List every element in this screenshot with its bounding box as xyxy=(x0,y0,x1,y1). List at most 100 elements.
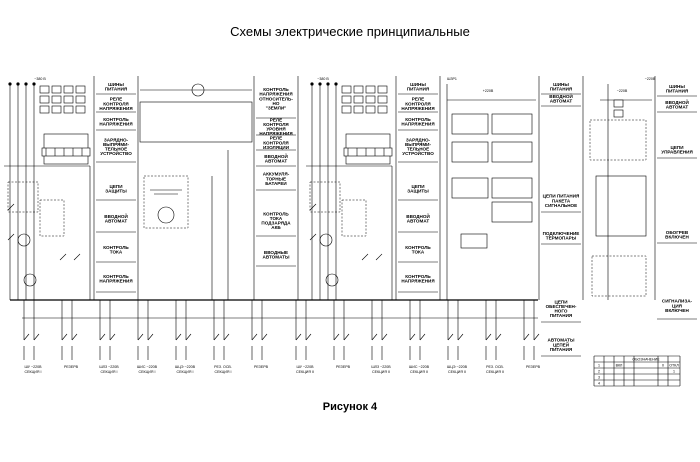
relay-box xyxy=(75,85,86,94)
breaker-contact xyxy=(381,333,388,341)
table-cell: 4 xyxy=(598,382,600,386)
switch-contact xyxy=(309,203,317,211)
block-text: ЦЕПИ xyxy=(554,299,567,304)
breaker-contact xyxy=(447,333,454,341)
terminal-box xyxy=(491,177,533,199)
breaker-contact xyxy=(99,333,106,341)
feeder-section: СЕКЦИЯ I xyxy=(25,370,42,374)
feeder-right-5: РЕЗ. ОСВ.СЕКЦИЯ II xyxy=(485,300,504,374)
block-text: СИГНАЛЬНОЕ xyxy=(545,203,577,208)
breaker-contact xyxy=(223,333,230,341)
block-text: НАПРЯЖЕНИЯ xyxy=(401,279,434,284)
relay-box xyxy=(63,95,74,104)
breaker-zone xyxy=(341,199,367,237)
signal-zone xyxy=(591,255,647,297)
block-text: КОНТРОЛЬ xyxy=(405,274,431,279)
breaker-contact xyxy=(485,333,492,341)
relay-box xyxy=(51,95,62,104)
feeder-label: ШИС ~220В xyxy=(409,365,430,369)
breaker-contact xyxy=(533,333,540,341)
block-text: БАТАРЕИ xyxy=(265,181,286,186)
block-text: ЦИЯ xyxy=(672,303,682,308)
rail-label: ШЗР1 xyxy=(447,77,457,81)
breaker-contact xyxy=(109,333,116,341)
block-text: УРОВНЯ xyxy=(266,127,285,132)
block-text: ПИТАНИЯ xyxy=(550,313,572,318)
feeder-left-1: РЕЗЕРВ xyxy=(61,300,79,369)
terminal-dot xyxy=(310,82,314,86)
block-text: ШИНЫ xyxy=(108,82,124,87)
block-text: АВТОМАТЫ xyxy=(548,338,575,343)
relay-box xyxy=(365,105,376,114)
block-text: ПИТАНИЯ xyxy=(550,347,572,352)
breaker-contact xyxy=(71,333,78,341)
block-text: ВВОДНОЙ xyxy=(549,92,573,99)
figure-caption: Рисунок 4 xyxy=(322,401,378,413)
block-text: АВТОМАТ xyxy=(550,99,573,104)
block-text: КОНТРОЛЬ xyxy=(263,87,289,92)
page-title: Схемы электрические принципиальные xyxy=(230,24,470,39)
feeder-right-6: РЕЗЕРВ xyxy=(523,300,541,369)
relay-box xyxy=(63,105,74,114)
switch-contact xyxy=(59,253,67,261)
relay-box xyxy=(63,85,74,94)
relay-box xyxy=(39,95,50,104)
table-cell: 0 xyxy=(662,364,664,368)
terminal-dot xyxy=(326,82,330,86)
block-text: НАПРЯЖЕНИЯ xyxy=(401,122,434,127)
block-text: КОНТРОЛЬ xyxy=(263,211,289,216)
table-cell: 3 xyxy=(598,376,600,380)
terminal-dot xyxy=(32,82,36,86)
block-text: ПОДКЛЮЧЕНИЕ xyxy=(543,231,580,236)
breaker-contact xyxy=(33,333,40,341)
relay-box xyxy=(365,85,376,94)
generator-icon xyxy=(157,206,175,224)
ammeter-icon xyxy=(17,233,31,247)
switch-contact xyxy=(309,233,317,241)
block-text: АККУМУЛЯ- xyxy=(263,172,290,177)
switch-contact xyxy=(7,203,15,211)
block-text: АВТОМАТ xyxy=(265,159,288,164)
breaker-contact xyxy=(343,333,350,341)
control-zone xyxy=(589,119,647,161)
feeder-label: РЕЗЕРВ xyxy=(64,365,79,369)
contactor-box xyxy=(451,177,489,199)
breaker-contact xyxy=(457,333,464,341)
feeder-section: СЕКЦИЯ I xyxy=(215,370,232,374)
block-labels: ШИНЫПИТАНИЯРЕЛЕКОНТРОЛЯНАПРЯЖЕНИЯКОНТРОЛ… xyxy=(96,82,697,357)
block-text: КОНТРОЛЯ xyxy=(405,101,431,106)
block-text: КОНТРОЛЯ xyxy=(103,101,129,106)
rail-label: ~380 В xyxy=(34,77,46,81)
rail-label: ~220В xyxy=(617,89,628,93)
switch-contact xyxy=(7,233,15,241)
block-text: ТЕРМОПАРЫ xyxy=(546,236,577,241)
terminal-strip xyxy=(343,147,393,157)
block-text: ВКЛЮЧЕН xyxy=(665,235,689,240)
block-text: ШИНЫ xyxy=(553,82,569,87)
block-text: ЗАЩИТЫ xyxy=(407,189,429,194)
table-cell: 1 xyxy=(673,370,675,374)
relay-box xyxy=(613,99,624,108)
feeder-left-6: РЕЗЕРВ xyxy=(251,300,269,369)
feeder-label: ШИС ~220В xyxy=(137,365,158,369)
block-text: АВТОМАТ xyxy=(666,105,689,110)
block-text: "ЗЕМЛИ" xyxy=(266,106,287,111)
block-text: ВВОДНОЙ xyxy=(264,152,288,159)
